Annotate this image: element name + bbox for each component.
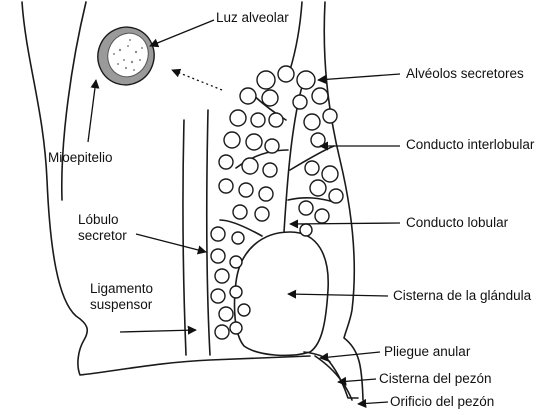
quarter-divider-right (207, 110, 210, 355)
right-top-wall (290, 2, 302, 70)
quarter-divider-left (183, 120, 186, 355)
arrow-conducto-lobular (290, 223, 400, 224)
label-lobulo-secretor: Lóbulo secretor (78, 212, 168, 244)
left-inner-wall (62, 2, 86, 200)
label-cisterna-glandula: Cisterna de la glándula (393, 288, 531, 304)
label-alveolos-secretores: Alvéolos secretores (406, 66, 524, 82)
arrow-luz-alveolar (150, 20, 214, 46)
arrow-mioepitelio (88, 80, 96, 142)
label-luz-alveolar: Luz alveolar (216, 10, 289, 26)
label-mioepitelio: Mioepitelio (48, 150, 113, 166)
label-ligamento-suspensor: Ligamento suspensor (90, 281, 180, 313)
label-pliegue-anular: Pliegue anular (384, 344, 470, 360)
arrow-pliegue (320, 352, 380, 358)
secretory-alveoli (211, 66, 343, 339)
arrow-alveolos (318, 74, 400, 80)
teat-cistern (328, 360, 358, 398)
arrow-alveolos-dotted (172, 70, 222, 90)
label-conducto-lobular: Conducto lobular (406, 215, 508, 231)
arrow-cisterna (288, 294, 388, 296)
label-cisterna-pezon: Cisterna del pezón (379, 371, 492, 387)
arrow-orificio (358, 402, 388, 404)
label-conducto-interlobular: Conducto interlobular (406, 137, 534, 153)
alveolus-cross-section (90, 19, 162, 93)
gland-cistern (235, 232, 329, 355)
interlobular-duct-2 (288, 198, 334, 202)
label-orificio-pezon: Orificio del pezón (390, 394, 494, 410)
arrow-cisterna-pezon (338, 379, 376, 382)
